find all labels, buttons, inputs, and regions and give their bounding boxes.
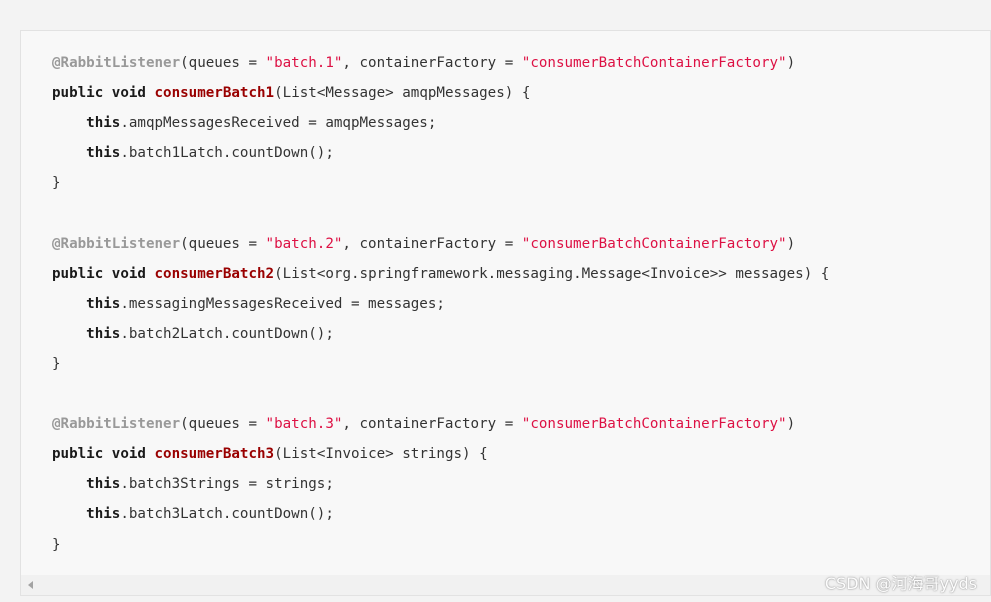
code-text-token [52, 476, 86, 492]
code-line: this.amqpMessagesReceived = amqpMessages… [52, 108, 829, 138]
watermark: CSDN @河海哥yyds [824, 574, 977, 593]
code-text-token [146, 446, 155, 462]
string-token: "consumerBatchContainerFactory" [521, 235, 787, 252]
code-line: public void consumerBatch3(List<Invoice>… [52, 439, 829, 469]
code-text-token: , containerFactory = [342, 416, 522, 433]
code-text-token [52, 326, 86, 342]
code-text-token [146, 266, 155, 282]
code-text-token: .messagingMessagesReceived = messages; [120, 295, 445, 312]
code-text-token: (queues = [180, 55, 266, 71]
code-text-token: } [52, 355, 61, 372]
code-text-token: , containerFactory = [342, 55, 522, 71]
code-line: } [52, 349, 829, 379]
code-block: @RabbitListener(queues = "batch.1", cont… [20, 30, 991, 596]
code-text-token [52, 115, 86, 131]
code-line: this.batch1Latch.countDown(); [52, 138, 829, 168]
keyword-token: this [86, 295, 121, 312]
method-name-token: consumerBatch3 [154, 446, 275, 463]
annotation-token: @RabbitListener [52, 235, 181, 252]
code-text-token [103, 446, 112, 462]
string-token: "batch.3" [265, 416, 343, 433]
code-text-token: ) [786, 55, 796, 71]
code-line: this.messagingMessagesReceived = message… [52, 289, 829, 319]
keyword-token: this [86, 476, 121, 493]
annotation-token: @RabbitListener [52, 55, 181, 71]
keyword-token: public [52, 265, 104, 282]
keyword-token: void [111, 85, 146, 102]
string-token: "batch.2" [265, 235, 343, 252]
code-text-token [103, 266, 112, 282]
code-text-token [146, 85, 155, 101]
keyword-token: this [86, 115, 121, 132]
code-line: @RabbitListener(queues = "batch.3", cont… [52, 409, 829, 439]
scroll-left-arrow-icon[interactable] [28, 581, 33, 589]
keyword-token: this [86, 145, 121, 162]
code-text-token: ) [786, 235, 796, 252]
code-text-token: (List<Message> amqpMessages) { [274, 85, 531, 102]
code-line: public void consumerBatch2(List<org.spri… [52, 259, 829, 289]
code-text-token: .batch3Strings = strings; [120, 476, 334, 493]
code-text-token: } [52, 536, 61, 553]
code-line [52, 379, 829, 409]
code-line: } [52, 530, 829, 560]
code-line: this.batch3Latch.countDown(); [52, 499, 829, 529]
code-text-token: .amqpMessagesReceived = amqpMessages; [120, 115, 437, 132]
code-line: } [52, 168, 829, 198]
code-text-token: (List<Invoice> strings) { [274, 446, 488, 463]
code-text-token: (queues = [180, 416, 266, 433]
method-name-token: consumerBatch2 [154, 265, 275, 282]
keyword-token: void [111, 446, 146, 463]
method-name-token: consumerBatch1 [154, 85, 275, 102]
code-text-token [103, 85, 112, 101]
code-text-token: ) [786, 416, 796, 433]
code-text-token: .batch3Latch.countDown(); [120, 506, 334, 523]
code-text-token: .batch2Latch.countDown(); [120, 325, 334, 342]
keyword-token: this [86, 325, 121, 342]
string-token: "consumerBatchContainerFactory" [521, 416, 787, 433]
keyword-token: public [52, 446, 104, 463]
code-line: this.batch2Latch.countDown(); [52, 319, 829, 349]
string-token: "consumerBatchContainerFactory" [521, 55, 787, 71]
code-line: @RabbitListener(queues = "batch.1", cont… [52, 48, 829, 78]
code-lines: @RabbitListener(queues = "batch.1", cont… [52, 48, 829, 560]
code-line [52, 198, 829, 228]
code-text-token: (List<org.springframework.messaging.Mess… [274, 265, 830, 282]
keyword-token: public [52, 85, 104, 102]
code-line: @RabbitListener(queues = "batch.2", cont… [52, 229, 829, 259]
code-text-token [52, 296, 86, 312]
code-text-token: .batch1Latch.countDown(); [120, 145, 334, 162]
keyword-token: void [111, 265, 146, 282]
code-text-token: (queues = [180, 235, 266, 252]
string-token: "batch.1" [265, 55, 343, 71]
code-text-token: , containerFactory = [342, 235, 522, 252]
code-text-token [52, 145, 86, 161]
keyword-token: this [86, 506, 121, 523]
code-line: public void consumerBatch1(List<Message>… [52, 78, 829, 108]
annotation-token: @RabbitListener [52, 416, 181, 433]
code-text-token: } [52, 175, 61, 192]
code-text-token [52, 506, 86, 522]
horizontal-scrollbar[interactable] [21, 575, 990, 595]
code-line: this.batch3Strings = strings; [52, 469, 829, 499]
